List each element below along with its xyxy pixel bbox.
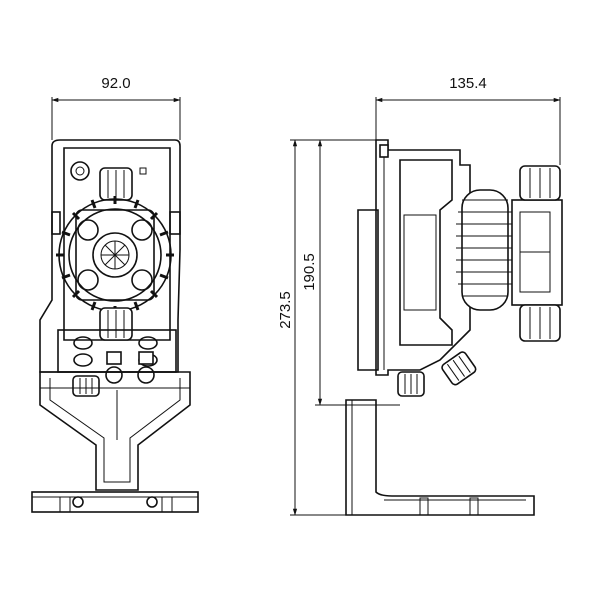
- side-mount-plate: [357, 209, 379, 371]
- cable-gland-icon: [105, 366, 123, 384]
- mounting-hole-icon: [146, 496, 158, 508]
- front-view: 92.0: [31, 75, 199, 513]
- motor-fins: [456, 189, 514, 311]
- side-stand: [345, 399, 535, 516]
- side-view: 135.4 273.5 190.5: [277, 75, 563, 516]
- cable-gland-icon: [137, 366, 155, 384]
- indicator-led: [139, 167, 147, 175]
- side-depth-label: 135.4: [449, 75, 487, 92]
- side-housing-outline: [375, 139, 471, 376]
- power-knob-icon: [70, 161, 90, 181]
- front-bracket: [39, 371, 191, 491]
- total-height-label: 273.5: [277, 291, 294, 329]
- mounting-hole-icon: [72, 496, 84, 508]
- side-angled-gland: [441, 351, 477, 386]
- body-height-label: 190.5: [301, 253, 318, 291]
- front-width-label: 92.0: [101, 75, 130, 92]
- side-housing-panel: [399, 159, 453, 346]
- front-base-plate: [31, 491, 199, 513]
